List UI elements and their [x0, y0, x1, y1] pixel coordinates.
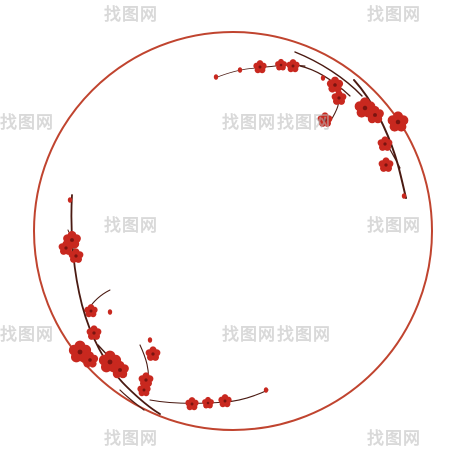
bottom-left-blossoms [58, 197, 269, 411]
top-right-blossoms [213, 58, 409, 199]
top-right-branch [214, 51, 407, 199]
bottom-left-branch [67, 194, 269, 415]
ring-frame [33, 31, 433, 431]
